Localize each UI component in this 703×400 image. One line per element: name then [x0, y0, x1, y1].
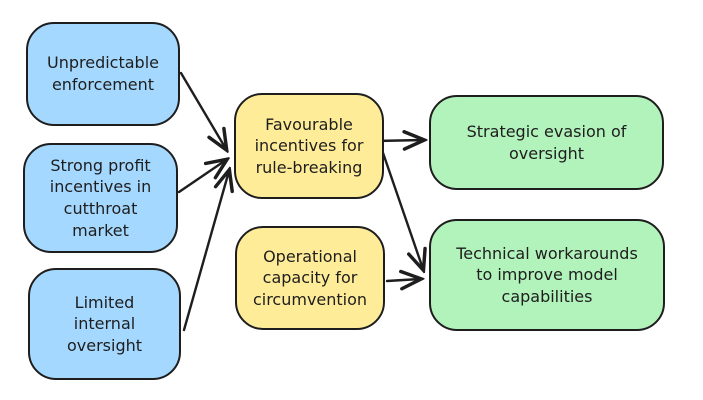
node-label: Unpredictable enforcement	[47, 53, 159, 94]
arrow-strong-profit-to-favourable	[177, 160, 226, 194]
arrow-favourable-to-technical	[380, 148, 423, 269]
arrow-unpredictable-to-favourable	[179, 71, 226, 149]
arrow-limited-oversight-to-favourable	[182, 171, 229, 332]
node-favourable-incentives: Favourable incentives for rule-breaking	[234, 93, 384, 199]
node-strategic-evasion: Strategic evasion of oversight	[429, 95, 664, 190]
node-strong-profit-incentives: Strong profit incentives in cutthroat ma…	[23, 143, 178, 253]
node-label: Strong profit incentives in cutthroat ma…	[49, 155, 152, 240]
arrow-operational-to-technical	[385, 279, 420, 281]
node-label: Technical workarounds to improve model c…	[456, 243, 638, 306]
node-label: Operational capacity for circumvention	[252, 246, 368, 309]
node-label: Strategic evasion of oversight	[466, 121, 627, 163]
node-unpredictable-enforcement: Unpredictable enforcement	[26, 22, 180, 126]
node-technical-workarounds: Technical workarounds to improve model c…	[429, 219, 665, 331]
node-limited-internal-oversight: Limited internal oversight	[28, 268, 181, 380]
node-label: Limited internal oversight	[66, 292, 143, 355]
node-label: Favourable incentives for rule-breaking	[254, 114, 364, 177]
node-operational-capacity: Operational capacity for circumvention	[235, 226, 385, 330]
